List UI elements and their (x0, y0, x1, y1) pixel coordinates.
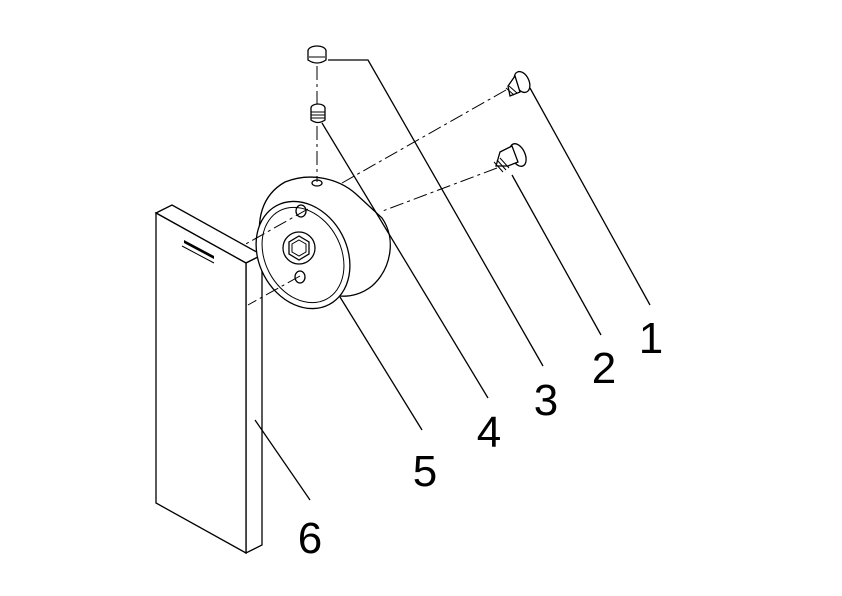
part-2-shoulder-screw (493, 143, 527, 173)
part-label-3: 3 (534, 376, 558, 425)
part-1-countersunk-screw (505, 70, 531, 97)
leader-lines (254, 59, 651, 501)
part-5-cylinder-body (255, 176, 391, 310)
part-number-labels: 1 2 3 4 5 6 (298, 314, 663, 563)
part-label-2: 2 (592, 344, 616, 393)
part-6-cover-plate (154, 204, 264, 555)
assembly-axis-lines (243, 66, 507, 306)
part-label-4: 4 (477, 408, 501, 457)
part-label-6: 6 (298, 514, 322, 563)
part-4-set-screw (310, 103, 326, 124)
part-label-1: 1 (639, 314, 663, 363)
part-label-5: 5 (413, 447, 437, 496)
part-3-cap-plug (307, 45, 327, 64)
